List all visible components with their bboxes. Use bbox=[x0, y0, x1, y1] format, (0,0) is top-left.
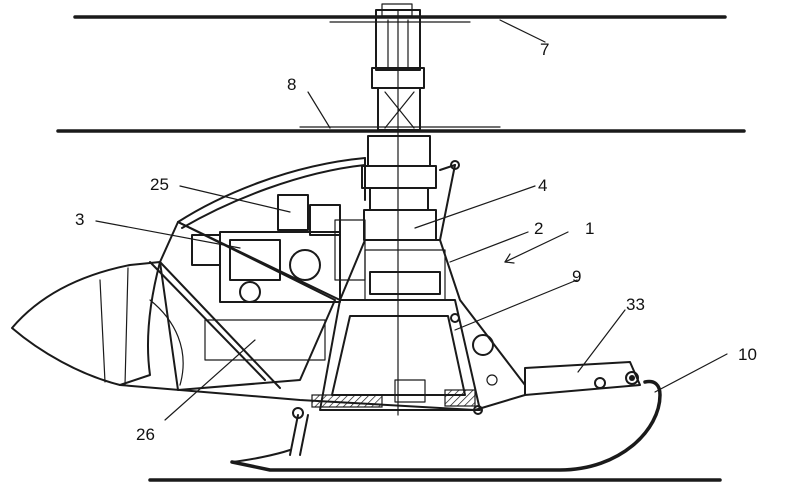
canopy bbox=[177, 157, 366, 229]
callout-label-25: 25 bbox=[150, 175, 169, 194]
tail-boom bbox=[524, 361, 641, 396]
nose-cone bbox=[11, 261, 184, 386]
landing-skid bbox=[230, 379, 662, 472]
callout-label-7: 7 bbox=[540, 40, 549, 59]
callout-label-33: 33 bbox=[626, 295, 645, 314]
callout-label-8: 8 bbox=[287, 75, 296, 94]
callout-label-26: 26 bbox=[136, 425, 155, 444]
engine bbox=[191, 194, 366, 303]
rotor-mast bbox=[361, 3, 460, 416]
callout-label-10: 10 bbox=[738, 345, 757, 364]
callout-label-1: 1 bbox=[585, 219, 594, 238]
cockpit-frame bbox=[311, 249, 498, 415]
callout-label-2: 2 bbox=[534, 219, 543, 238]
callout-label-3: 3 bbox=[75, 210, 84, 229]
callout-label-9: 9 bbox=[572, 267, 581, 286]
callout-label-4: 4 bbox=[538, 176, 547, 195]
fuselage bbox=[119, 221, 526, 411]
upper-rotor-blade bbox=[73, 15, 727, 23]
leader-lines bbox=[95, 19, 728, 421]
